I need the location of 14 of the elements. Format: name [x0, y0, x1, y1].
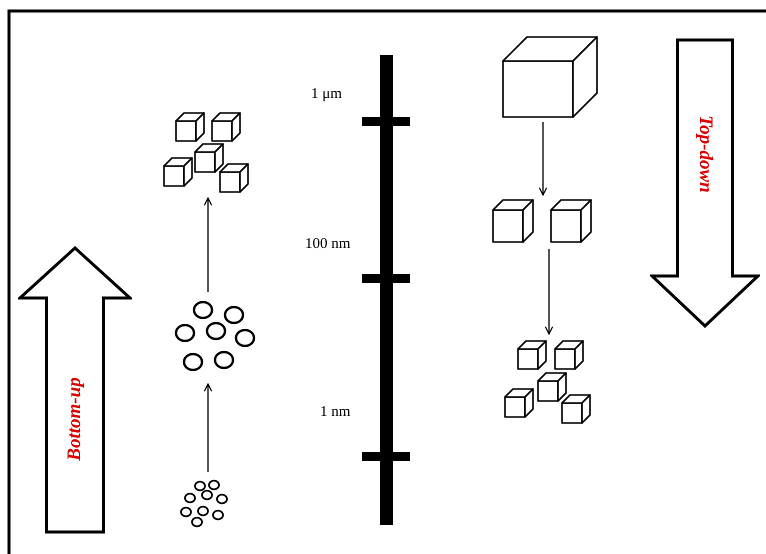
arrow-label: Bottom-up — [64, 377, 86, 460]
particle-cluster-drawing — [180, 478, 230, 530]
cube-drawing — [502, 36, 599, 118]
arrow — [204, 197, 212, 292]
scale-label: 1 nm — [320, 404, 350, 421]
scale-label: 100 nm — [305, 236, 350, 253]
scale-label: 1 μm — [311, 86, 342, 103]
arrow — [544, 249, 554, 335]
cube-cluster-drawing — [492, 199, 594, 245]
cube-cluster-drawing — [162, 110, 252, 192]
cube-cluster-drawing — [503, 338, 593, 424]
arrow — [538, 122, 548, 196]
arrow — [204, 383, 212, 472]
arrow-label: Top-down — [694, 115, 716, 193]
